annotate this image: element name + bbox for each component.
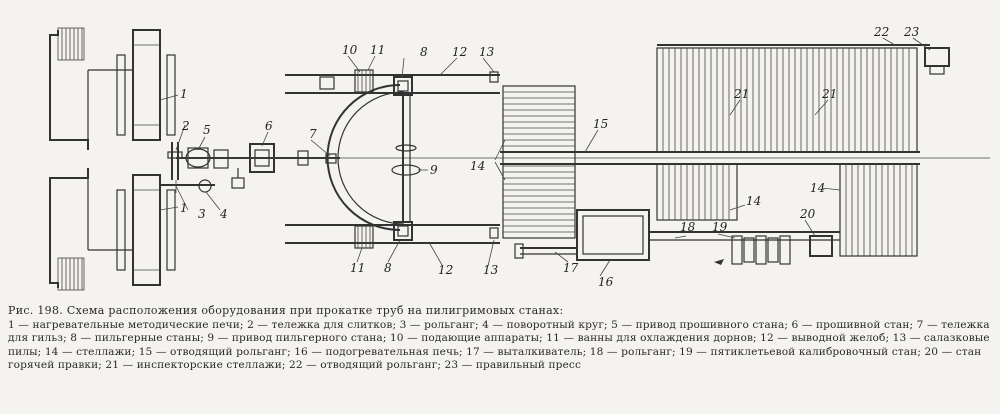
equipment-layout-figure: 1 2 5 6 7 10 11 8 12 13 9 14 15 1 3 4 11… [49,25,990,291]
label-15: 15 [593,117,608,131]
label-6-top: 6 [265,119,273,133]
label-13-lower: 13 [483,263,499,277]
label-8-lower: 8 [384,261,392,275]
label-12-upper: 12 [452,45,467,59]
label-20: 20 [799,207,816,221]
inspection-racks [656,47,918,257]
label-14-mid: 14 [470,159,485,173]
callout-labels: 1 2 5 6 7 10 11 8 12 13 9 14 15 1 3 4 11… [180,25,920,289]
straightening-press [924,47,950,67]
label-9: 9 [430,163,438,177]
label-16: 16 [598,275,614,289]
layout-diagram: 1 2 5 6 7 10 11 8 12 13 9 14 15 1 3 4 11… [49,25,990,291]
figure-caption: Рис. 198. Схема расположения оборудовани… [8,304,992,372]
reheating-furnace [514,209,650,261]
label-23: 23 [903,25,920,39]
label-11-lower: 11 [350,261,365,275]
label-12-lower: 12 [438,263,453,277]
label-14-right: 14 [810,181,825,195]
leader-lines [159,37,931,277]
label-10: 10 [342,43,358,57]
label-8-upper: 8 [420,45,428,59]
label-21-left: 21 [733,87,749,101]
label-5: 5 [203,123,211,137]
racks-middle [502,85,576,239]
label-22: 22 [873,25,889,39]
label-11-upper: 11 [370,43,385,57]
heating-furnaces [49,27,176,291]
sizing-line [649,231,840,265]
ingot-trolley-area [160,142,215,193]
label-21-right: 21 [821,87,837,101]
label-1-lower: 1 [180,201,188,215]
label-19: 19 [712,220,728,234]
caption-title: Рис. 198. Схема расположения оборудовани… [8,304,564,317]
label-13-upper: 13 [479,45,495,59]
label-18: 18 [680,220,696,234]
label-2: 2 [181,119,190,133]
label-4: 4 [219,207,228,221]
pilger-mills [285,69,500,249]
label-14-lower: 14 [746,194,761,208]
caption-legend: 1 — нагревательные методические печи; 2 … [8,319,990,371]
label-17: 17 [563,261,579,275]
label-3: 3 [198,207,206,221]
label-7: 7 [309,127,317,141]
label-1-upper: 1 [180,87,188,101]
